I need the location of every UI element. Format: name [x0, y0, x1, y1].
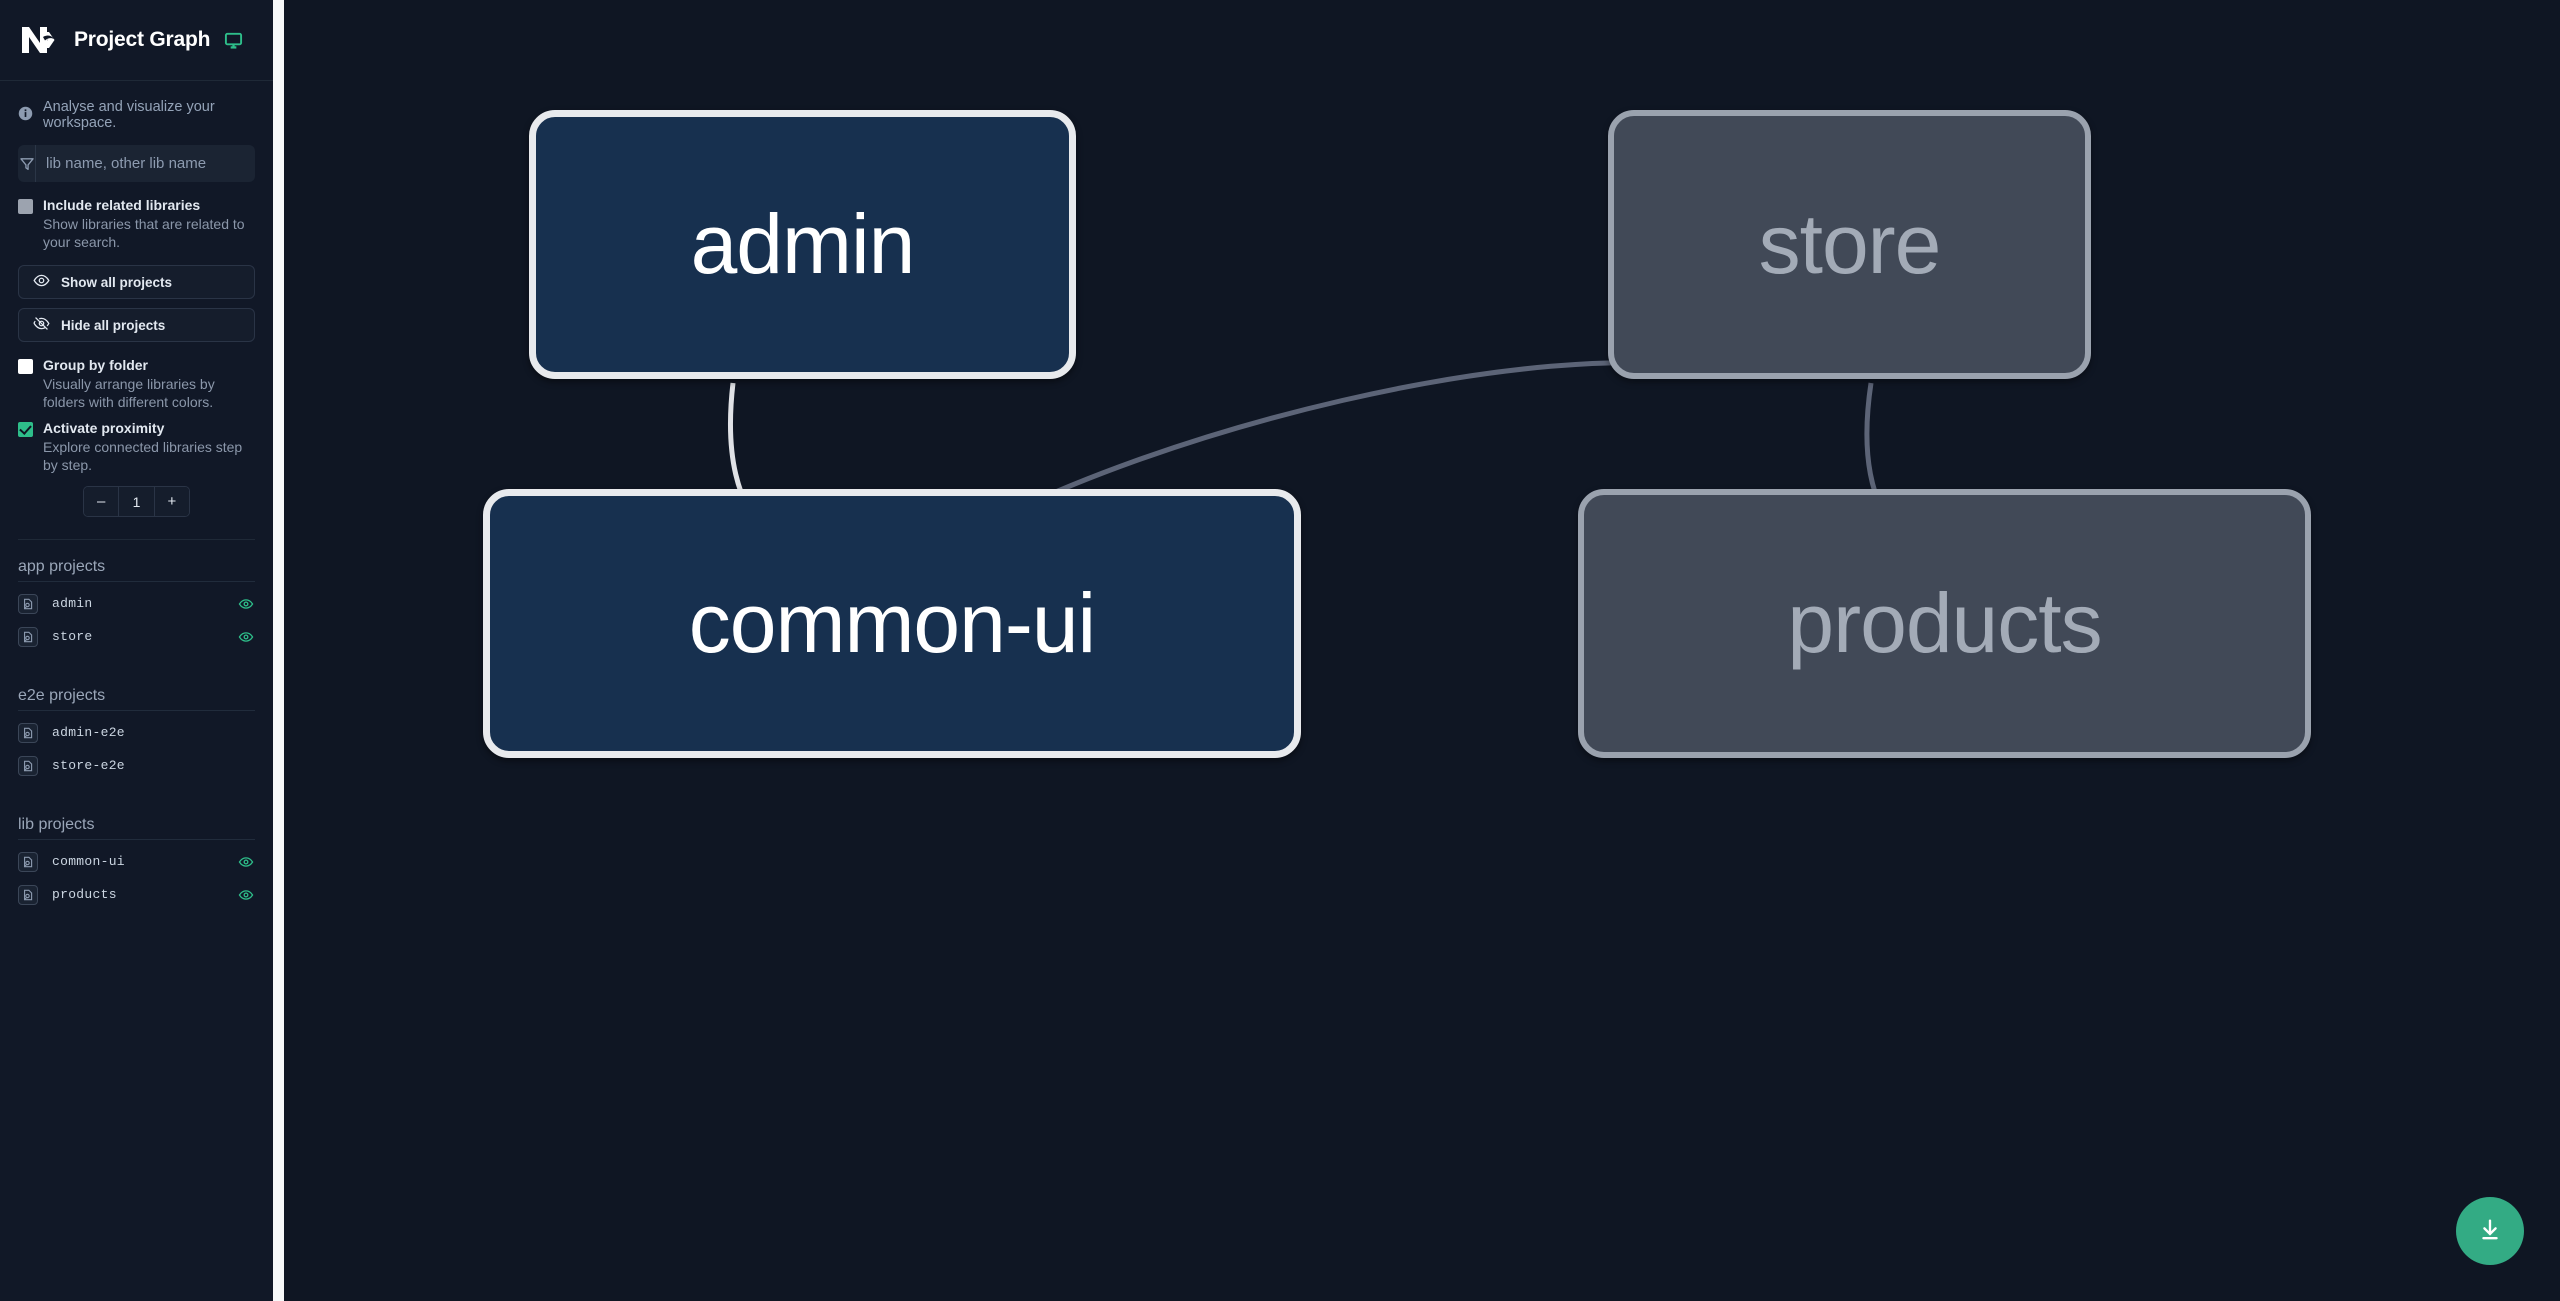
info-icon — [18, 106, 34, 125]
project-row-store-e2e[interactable]: store-e2e — [18, 749, 255, 782]
graph-node-store[interactable]: store — [1608, 110, 2091, 379]
project-name: common-ui — [52, 854, 125, 869]
nx-logo-icon — [22, 27, 55, 53]
option-activate-proximity[interactable]: Activate proximity Explore connected lib… — [18, 419, 255, 474]
tagline-text: Analyse and visualize your workspace. — [43, 99, 215, 131]
option-include-related-libraries[interactable]: Include related libraries Show libraries… — [18, 196, 255, 251]
graph-node-label: admin — [690, 197, 916, 291]
project-row-admin-e2e[interactable]: admin-e2e — [18, 716, 255, 749]
eye-icon[interactable] — [237, 596, 255, 612]
proximity-stepper[interactable]: – 1 + — [83, 486, 190, 517]
option-label: Group by folder — [43, 357, 148, 373]
proximity-increment-button[interactable]: + — [154, 487, 189, 516]
graph-node-common-ui[interactable]: common-ui — [483, 489, 1301, 758]
eye-icon[interactable] — [237, 854, 255, 870]
option-group-by-folder[interactable]: Group by folder Visually arrange librari… — [18, 356, 255, 411]
page-title: Project Graph — [74, 28, 211, 51]
download-icon — [2476, 1216, 2504, 1247]
eye-icon — [33, 272, 50, 292]
project-icon — [18, 722, 38, 743]
eye-off-icon — [33, 315, 50, 335]
proximity-decrement-button[interactable]: – — [84, 487, 119, 516]
project-row-store[interactable]: store — [18, 620, 255, 653]
project-icon — [18, 851, 38, 872]
option-label: Include related libraries — [43, 197, 201, 213]
project-icon — [18, 755, 38, 776]
project-row-common-ui[interactable]: common-ui — [18, 845, 255, 878]
project-name: admin — [52, 596, 93, 611]
eye-icon[interactable] — [237, 887, 255, 903]
option-label: Activate proximity — [43, 420, 165, 436]
group-title-app-projects: app projects — [18, 540, 255, 582]
project-name: products — [52, 887, 117, 902]
graph-canvas[interactable]: admin store common-ui products — [273, 0, 2560, 1301]
project-icon — [18, 626, 38, 647]
include-related-libraries-checkbox[interactable] — [18, 199, 33, 214]
project-name: admin-e2e — [52, 725, 125, 740]
proximity-value: 1 — [118, 487, 155, 516]
graph-node-label: products — [1787, 576, 2102, 670]
filter-icon — [18, 145, 36, 182]
group-by-folder-checkbox[interactable] — [18, 359, 33, 374]
option-description: Explore connected libraries step by step… — [43, 439, 243, 473]
project-row-admin[interactable]: admin — [18, 587, 255, 620]
sidebar-divider — [18, 539, 255, 540]
group-title-lib-projects: lib projects — [18, 798, 255, 840]
sidebar-header: Project Graph — [0, 0, 273, 81]
download-image-button[interactable] — [2456, 1197, 2524, 1265]
graph-node-products[interactable]: products — [1578, 489, 2311, 758]
activate-proximity-checkbox[interactable] — [18, 422, 33, 437]
tagline: Analyse and visualize your workspace. — [0, 81, 273, 145]
hide-all-projects-label: Hide all projects — [61, 317, 166, 333]
option-description: Visually arrange libraries by folders wi… — [43, 376, 215, 410]
search-input[interactable] — [36, 145, 255, 182]
graph-node-label: common-ui — [688, 576, 1096, 670]
sidebar-scrollbar[interactable] — [273, 0, 284, 1301]
sidebar: Project Graph Analyse and visualize your… — [0, 0, 273, 1301]
graph-node-label: store — [1758, 197, 1942, 291]
project-icon — [18, 593, 38, 614]
project-icon — [18, 884, 38, 905]
option-description: Show libraries that are related to your … — [43, 216, 245, 250]
eye-icon[interactable] — [237, 629, 255, 645]
project-name: store — [52, 629, 93, 644]
search-bar[interactable] — [18, 145, 255, 182]
graph-node-admin[interactable]: admin — [529, 110, 1076, 379]
show-all-projects-button[interactable]: Show all projects — [18, 265, 255, 299]
hide-all-projects-button[interactable]: Hide all projects — [18, 308, 255, 342]
project-row-products[interactable]: products — [18, 878, 255, 911]
sidebar-body: Include related libraries Show libraries… — [0, 145, 273, 911]
group-title-e2e-projects: e2e projects — [18, 669, 255, 711]
show-all-projects-label: Show all projects — [61, 274, 173, 290]
project-name: store-e2e — [52, 758, 125, 773]
monitor-icon[interactable] — [224, 31, 243, 50]
